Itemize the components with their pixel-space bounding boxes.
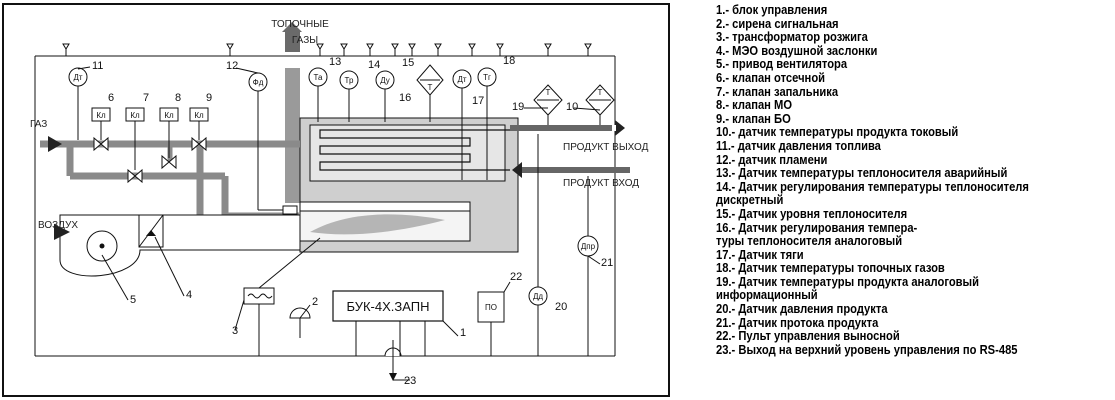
flame-sensor-label: Фд: [253, 78, 264, 87]
flue-gases-label-2: ГАЗЫ: [292, 35, 318, 46]
scheme-frame: [2, 3, 670, 397]
product-temp-analog-sensor-label-top: Т: [546, 88, 551, 97]
svg-text:8: 8: [175, 92, 181, 104]
svg-text:5: 5: [130, 294, 136, 306]
legend-item: 15.- Датчик уровня теплоносителя: [716, 205, 908, 221]
legend-item: туры теплоносителя аналоговый: [716, 233, 903, 249]
remote-panel: [477, 291, 505, 323]
legend-item: 8.- клапан МО: [716, 97, 793, 113]
svg-text:18: 18: [503, 55, 515, 67]
legend-item: 22.- Пульт управления выносной: [716, 328, 900, 344]
siren: [289, 307, 311, 319]
gas-inlet-arrow: [48, 136, 62, 152]
svg-text:20: 20: [555, 301, 567, 313]
svg-text:15: 15: [402, 57, 414, 69]
legend-item: 6.- клапан отсечной: [716, 69, 826, 85]
heat-carrier-alarm-sensor-label: Та: [314, 73, 324, 82]
legend-item: 12.- датчик пламени: [716, 151, 828, 167]
flue-pipe: [285, 68, 300, 203]
flue-gas-arrow: [282, 22, 302, 32]
svg-text:22: 22: [510, 271, 522, 283]
svg-text:12: 12: [226, 60, 238, 72]
legend-item: 7.- клапан запальника: [716, 83, 839, 99]
svg-text:7: 7: [143, 92, 149, 104]
air-inlet-arrow: [54, 224, 70, 240]
svg-text:9: 9: [206, 92, 212, 104]
valve-9-label: Кл: [194, 111, 204, 120]
control-unit-label: БУК-4Х.ЗАПН: [346, 299, 429, 314]
legend-item: 18.- Датчик температуры топочных газов: [716, 260, 945, 276]
svg-text:21: 21: [601, 257, 613, 269]
svg-text:2: 2: [312, 296, 318, 308]
remote-panel-label: ПО: [485, 303, 497, 312]
air-duct: [59, 214, 301, 277]
heat-carrier-discrete-sensor-label: Тр: [345, 76, 354, 85]
legend-item: 1.- блок управления: [716, 2, 828, 17]
legend-item: 2.- сирена сигнальная: [716, 15, 839, 31]
legend-item: дискретный: [716, 192, 784, 208]
legend-item: 16.- Датчик регулирования темпера-: [716, 219, 918, 235]
svg-text:19: 19: [512, 101, 524, 113]
svg-text:4: 4: [186, 289, 192, 301]
level-sensor-label: Ду: [380, 76, 390, 85]
valve-7-label: Кл: [130, 111, 140, 120]
gas-label: ГАЗ: [30, 119, 47, 130]
flue-gas-temp-sensor-label: Тг: [483, 73, 491, 82]
boiler-schematic: ТОПОЧНЫЕ ГАЗЫ ПРОДУКТ ВЫХОД ПРОДУКТ ВХОД…: [2, 3, 670, 397]
draft-sensor-label: Дт: [457, 75, 466, 84]
svg-text:11: 11: [92, 60, 103, 72]
product-in-label: ПРОДУКТ ВХОД: [563, 178, 639, 189]
legend-item: 13.- Датчик температуры теплоносителя ав…: [716, 165, 1008, 181]
legend-item: 3.- трансформатор розжига: [716, 29, 868, 45]
num-23: 23: [404, 375, 416, 387]
burner-flame: [310, 214, 445, 235]
svg-text:1: 1: [460, 327, 466, 339]
legend-item: 14.- Датчик регулирования температуры те…: [716, 178, 1029, 194]
valves: [91, 107, 209, 184]
control-unit: [332, 290, 444, 322]
svg-text:16: 16: [399, 92, 411, 104]
svg-text:13: 13: [329, 56, 341, 68]
legend-item: 11.- датчик давления топлива: [716, 137, 881, 153]
legend-item: 21.- Датчик протока продукта: [716, 314, 879, 330]
legend-item: 9.- клапан БО: [716, 110, 791, 126]
product-out-label: ПРОДУКТ ВЫХОД: [563, 142, 649, 153]
valve-8-label: Кл: [164, 111, 174, 120]
legend-item: информационный: [716, 287, 818, 303]
flue-gases-label-1: ТОПОЧНЫЕ: [271, 19, 329, 30]
legend-item: 19.- Датчик температуры продукта аналого…: [716, 273, 979, 289]
bus-terminals: [62, 43, 592, 56]
fuel-pressure-sensor-label: Дт: [73, 73, 82, 82]
legend-item: 10.- датчик температуры продукта токовый: [716, 124, 959, 140]
legend-item: 23.- Выход на верхний уровень управления…: [716, 341, 1018, 357]
heat-carrier-analog-sensor-label: Т: [428, 83, 433, 92]
callout-numbers: 1 2 3 4 5 6 7 8 9 10 11 12 13 14 15 16 1…: [92, 55, 613, 339]
air-label: ВОЗДУХ: [38, 220, 78, 231]
valve-6-label: Кл: [96, 111, 106, 120]
legend-item: 5.- привод вентилятора: [716, 56, 848, 72]
svg-text:14: 14: [368, 59, 380, 71]
product-temp-current-sensor-label: Т: [598, 88, 603, 97]
product-coil: [319, 129, 510, 171]
flow-sensor-label: Дпр: [581, 242, 596, 251]
legend-item: 17.- Датчик тяги: [716, 246, 804, 262]
product-out-arrow: [615, 120, 625, 136]
legend-item: 4.- МЭО воздушной заслонки: [716, 42, 878, 58]
pressure-sensor-label: Дд: [533, 292, 543, 301]
product-in-arrow: [512, 162, 522, 178]
svg-text:17: 17: [472, 95, 484, 107]
svg-text:10: 10: [566, 101, 578, 113]
legend: 1.- блок управления 2.- сирена сигнальна…: [716, 3, 1058, 356]
svg-text:3: 3: [232, 325, 238, 337]
svg-text:6: 6: [108, 92, 114, 104]
legend-item: 20.- Датчик давления продукта: [716, 301, 888, 317]
